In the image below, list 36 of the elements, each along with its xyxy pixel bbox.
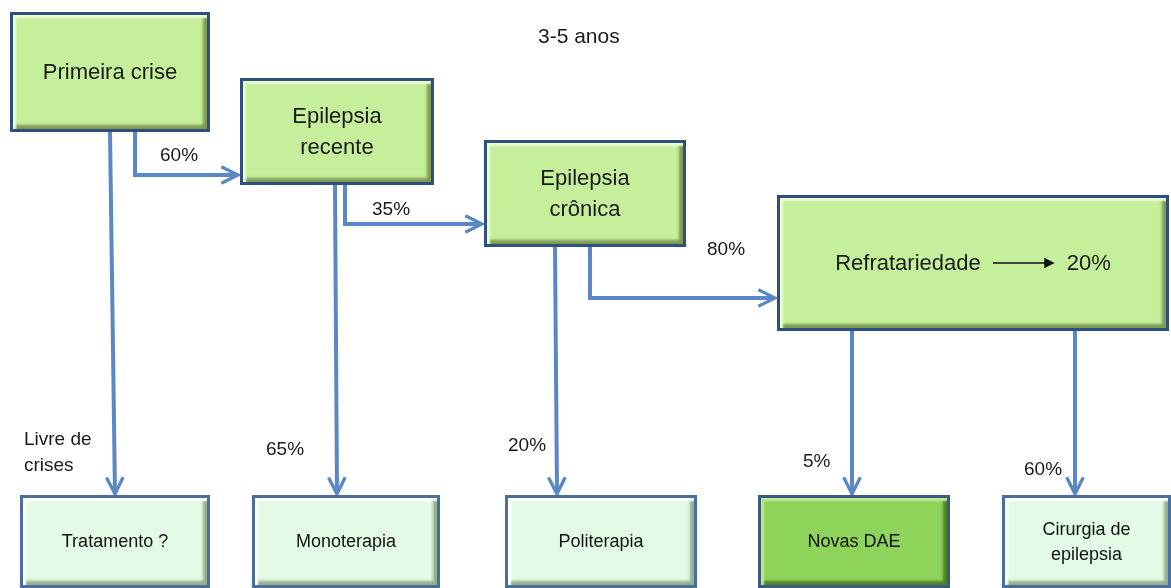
node-text: Refratariedade bbox=[835, 248, 981, 277]
node-text: Politerapia bbox=[558, 530, 644, 554]
node-text: Novas DAE bbox=[807, 530, 901, 554]
process-box bbox=[20, 495, 210, 588]
arrow bbox=[588, 247, 777, 308]
edge-label: 65% bbox=[266, 437, 306, 461]
arrow bbox=[133, 132, 240, 185]
edge-label: 20% bbox=[508, 433, 548, 457]
edge-label: 5% bbox=[803, 449, 832, 473]
process-box bbox=[484, 140, 686, 247]
process-box bbox=[240, 78, 434, 185]
arrow bbox=[343, 185, 484, 234]
node-text: Monoterapia bbox=[295, 530, 397, 554]
process-box bbox=[777, 195, 1169, 331]
edge-label: 60% bbox=[160, 143, 200, 167]
node-text: Epilepsia crônica bbox=[539, 164, 631, 223]
process-box bbox=[1002, 495, 1171, 588]
node-text: Tratamento ? bbox=[61, 530, 169, 554]
edge-label: 35% bbox=[372, 197, 412, 221]
arrow bbox=[842, 331, 862, 496]
period-label: 3-5 anos bbox=[538, 23, 620, 49]
process-box bbox=[505, 495, 697, 588]
node-text: Epilepsia recente bbox=[291, 102, 383, 161]
process-box bbox=[10, 12, 210, 132]
edge-label: 80% bbox=[707, 237, 747, 261]
arrow bbox=[546, 247, 567, 496]
node-text: 20% bbox=[1066, 248, 1111, 277]
edge-label: Livre de crises bbox=[24, 427, 93, 477]
node-text: Cirurgia de epilepsia bbox=[1041, 517, 1132, 566]
node-text: Primeira crise bbox=[42, 57, 178, 86]
arrow bbox=[104, 131, 125, 496]
process-box bbox=[252, 495, 440, 588]
process-box bbox=[758, 495, 950, 588]
arrow bbox=[326, 185, 347, 496]
edge-label: 60% bbox=[1024, 457, 1064, 481]
arrow bbox=[1065, 331, 1085, 496]
